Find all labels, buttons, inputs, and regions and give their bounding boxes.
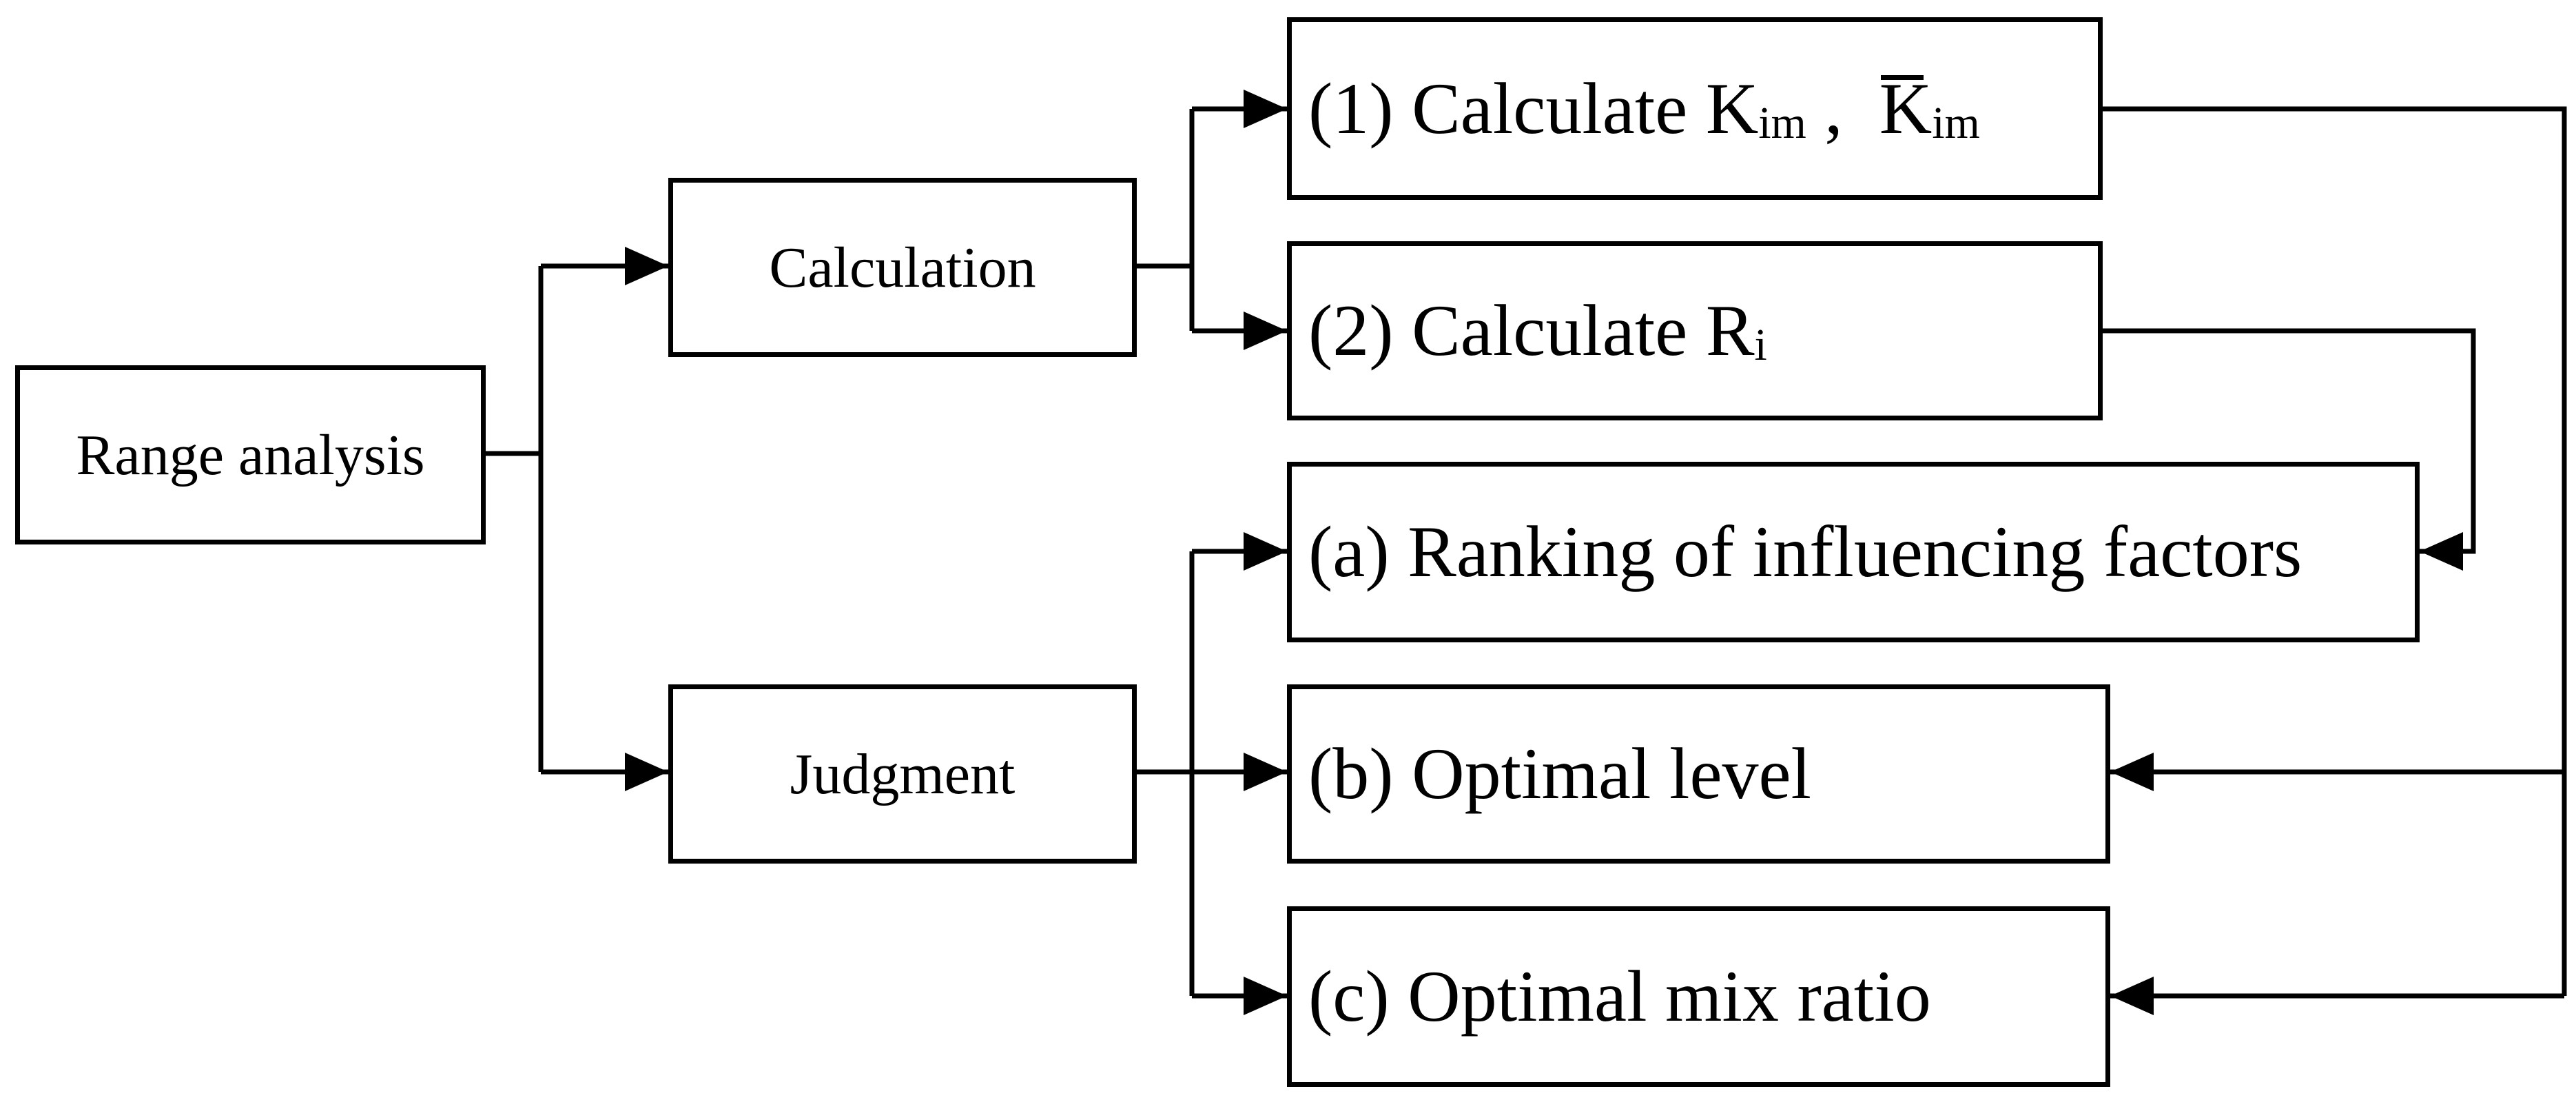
result-b-optimal-level-box: (b) Optimal level (1287, 684, 2110, 864)
feedback-step2-to-result-a (2103, 328, 2476, 571)
result-c-label: (c) Optimal mix ratio (1308, 956, 1931, 1037)
calculation-label: Calculation (769, 235, 1036, 300)
k-symbol: K (1705, 68, 1759, 149)
step1-prefix: (1) Calculate (1308, 68, 1706, 149)
calculation-box: Calculation (668, 178, 1137, 357)
range-analysis-label: Range analysis (76, 422, 425, 487)
k-bar-letter: K (1879, 68, 1933, 149)
feedback-step1-vertical (2103, 106, 2567, 996)
r-subscript: i (1754, 320, 1767, 371)
r-symbol: R (1705, 290, 1755, 371)
result-a-label: (a) Ranking of influencing factors (1308, 511, 2302, 592)
overline-mark (1880, 75, 1924, 81)
step2-prefix: (2) Calculate (1308, 290, 1706, 371)
step1-separator: , (1806, 68, 1879, 149)
range-analysis-box: Range analysis (15, 365, 486, 544)
k-bar-subscript: im (1932, 97, 1980, 148)
result-c-optimal-mix-ratio-box: (c) Optimal mix ratio (1287, 906, 2110, 1087)
judgment-box: Judgment (668, 684, 1137, 864)
result-b-label: (b) Optimal level (1308, 733, 1811, 814)
result-a-ranking-box: (a) Ranking of influencing factors (1287, 462, 2420, 642)
judgment-label: Judgment (790, 742, 1016, 806)
k-bar-symbol: K (1879, 67, 1933, 151)
k-subscript: im (1758, 97, 1806, 148)
